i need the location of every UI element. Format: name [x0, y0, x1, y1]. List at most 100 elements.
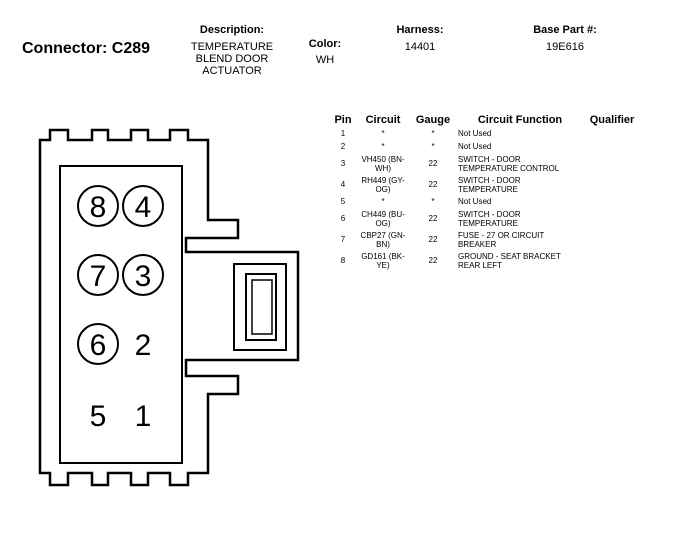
cell-circuit: CBP27 (GN-BN) [356, 229, 410, 250]
connector-inner-cavity [59, 165, 183, 464]
base-part-value: 19E616 [546, 41, 584, 53]
cell-circuit-line: * [381, 142, 385, 151]
cell-qualifier [582, 195, 642, 208]
cell-circuit-function-line: GROUND - SEAT BRACKET [458, 251, 561, 261]
cell-circuit-function-line: BREAKER [458, 239, 497, 249]
description-line: TEMPERATURE [190, 41, 274, 53]
cell-circuit-function-line: REAR LEFT [458, 260, 503, 270]
pin-number-label: 5 [90, 400, 107, 433]
header-qualifier: Qualifier [589, 113, 635, 126]
color-value: WH [315, 54, 335, 66]
base-part-label: Base Part #: [533, 24, 597, 36]
header-gauge: Gauge [415, 113, 451, 126]
cell-circuit-function-line: Not Used [458, 129, 492, 138]
harness-label: Harness: [396, 24, 444, 36]
cell-pin: 8 [340, 256, 346, 265]
cell-circuit-function: Not Used [456, 140, 582, 153]
cell-circuit-function-line: TEMPERATURE CONTROL [458, 163, 560, 173]
cell-qualifier [582, 250, 642, 271]
table-row: 1**Not Used [330, 127, 642, 140]
cell-gauge: * [431, 197, 435, 206]
description-value: TEMPERATURE BLEND DOOR ACTUATOR [180, 41, 284, 77]
cell-qualifier [582, 153, 642, 174]
pin-cavity-circle [122, 185, 164, 227]
table-row: 5 * * Not Used [330, 195, 642, 208]
connector-lock-inner [245, 273, 277, 341]
cell-circuit-line: OG) [375, 218, 391, 228]
cell-gauge: 22 [428, 159, 438, 168]
cell-circuit-function-line: Not Used [458, 197, 492, 206]
description-line: ACTUATOR [202, 65, 262, 77]
cell-circuit: CH449 (BU-OG) [356, 208, 410, 229]
cell-gauge: 22 [428, 256, 438, 265]
pin-cavity-circle [77, 254, 119, 296]
harness-value: 14401 [404, 41, 436, 53]
cell-gauge: 22 [428, 180, 438, 189]
connector-lock-face [251, 279, 273, 335]
pin-table: Pin Circuit Gauge Circuit Function Quali… [330, 112, 642, 271]
cell-circuit-line: YE) [376, 260, 390, 270]
cell-circuit-function-line: FUSE - 27 OR CIRCUIT [458, 230, 545, 240]
cell-qualifier [582, 229, 642, 250]
table-row: 2 * * Not Used [330, 140, 642, 153]
cell-circuit-function-line: Not Used [458, 142, 492, 151]
cell-gauge: * [431, 142, 435, 151]
cell-circuit-function: Not Used [456, 195, 582, 208]
connector-title: Connector: C289 [22, 40, 151, 57]
cell-circuit-function-line: TEMPERATURE [458, 218, 518, 228]
cell-qualifier [582, 174, 642, 195]
description-line: BLEND DOOR [195, 53, 269, 65]
cell-circuit: RH449 (GY-OG) [356, 174, 410, 195]
pin-number-label: 7 [90, 260, 107, 293]
cell-circuit-line: CH449 (BU- [361, 209, 405, 219]
cell-circuit: * [356, 140, 410, 153]
cell-circuit: GD161 (BK-YE) [356, 250, 410, 271]
cell-circuit: * [356, 195, 410, 208]
description-label: Description: [199, 24, 265, 36]
cell-qualifier [582, 127, 642, 140]
color-label: Color: [308, 38, 342, 50]
cell-pin: 4 [340, 180, 346, 189]
cell-circuit-line: GD161 (BK- [361, 251, 405, 261]
cell-circuit-line: * [381, 197, 385, 206]
cell-gauge: * [431, 129, 435, 138]
cell-circuit-line: WH) [375, 163, 391, 173]
cell-circuit-function-line: TEMPERATURE [458, 184, 518, 194]
pin-number-label: 4 [135, 191, 152, 224]
cell-circuit-line: BN) [376, 239, 390, 249]
cell-circuit-line: RH449 (GY- [361, 175, 405, 185]
cell-circuit-function-line: SWITCH - DOOR [458, 154, 521, 164]
pin-cavity-circle [77, 185, 119, 227]
cell-circuit-function-line: SWITCH - DOOR [458, 209, 521, 219]
pin-number-label: 3 [135, 260, 152, 293]
cell-gauge: 22 [428, 214, 438, 223]
cell-pin: 6 [340, 214, 346, 223]
cell-pin: 7 [340, 235, 346, 244]
pin-cavity-circle [122, 254, 164, 296]
header-circuit: Circuit [365, 113, 401, 126]
header-circuit-function: Circuit Function [477, 113, 563, 126]
cell-circuit-line: VH450 (BN- [361, 154, 405, 164]
pin-number-label: 6 [90, 329, 107, 362]
cell-pin: 2 [340, 142, 346, 151]
pin-cavity-circle [77, 323, 119, 365]
cell-pin: 5 [340, 197, 346, 206]
cell-circuit: VH450 (BN-WH) [356, 153, 410, 174]
pin-number-label: 1 [135, 400, 152, 433]
cell-circuit-function-line: SWITCH - DOOR [458, 175, 521, 185]
header-pin: Pin [334, 113, 352, 126]
cell-qualifier [582, 140, 642, 153]
cell-circuit-line: OG) [375, 184, 391, 194]
connector-housing-outline [38, 128, 300, 487]
